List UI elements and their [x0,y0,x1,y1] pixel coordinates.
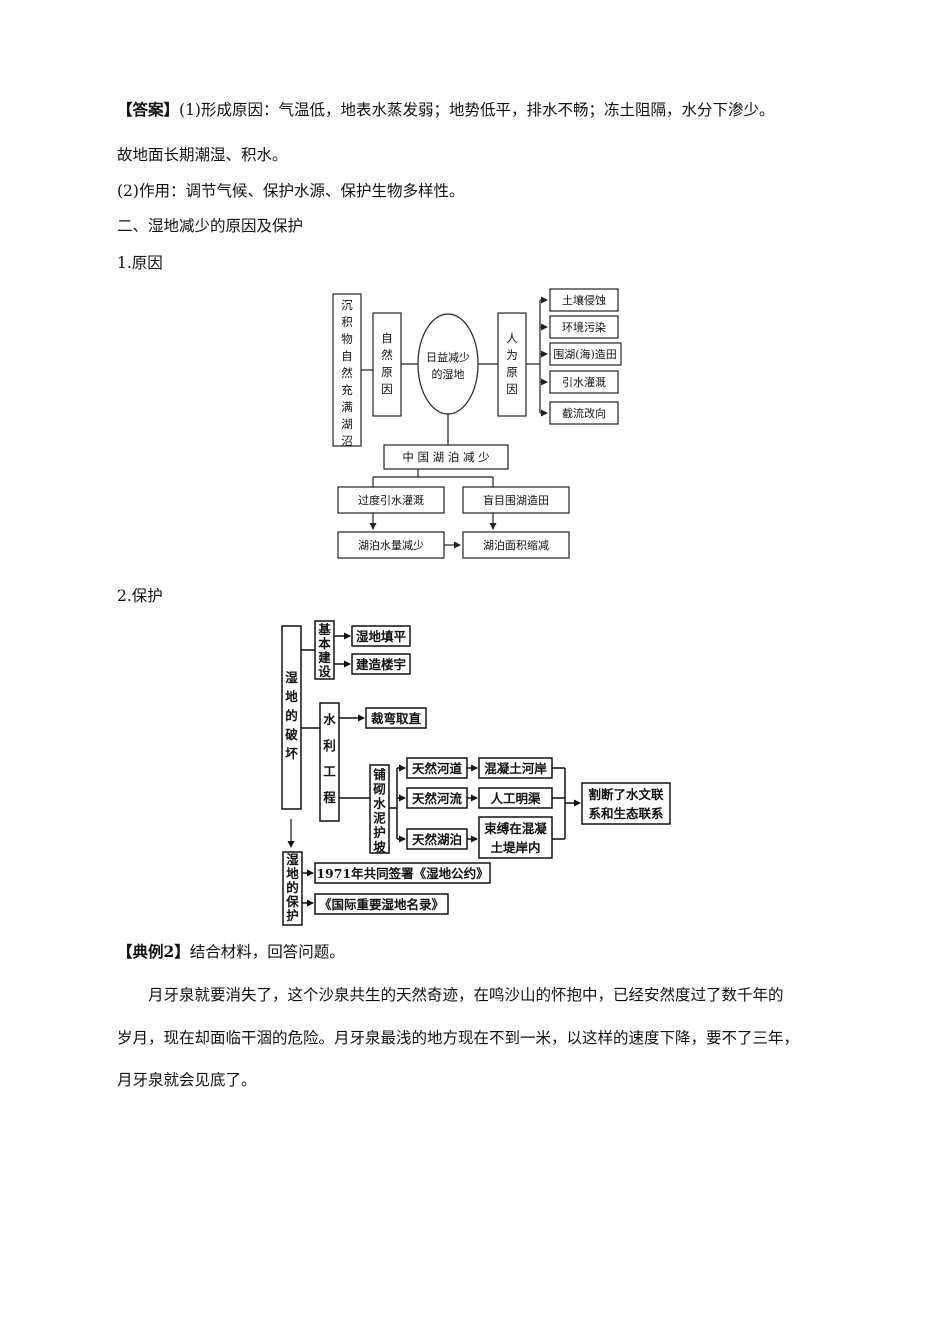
human-item-4: 引水灌溉 [562,375,606,389]
basic-item-1: 湿地填平 [356,629,407,644]
ellipse-line-2: 的湿地 [432,367,465,381]
human-item-3: 围湖(海)造田 [553,347,617,361]
result-item-2: 人工明渠 [490,791,541,806]
basic-item-2: 建造楼宇 [356,657,406,672]
destroy-text: 湿地的破坏 [285,670,298,761]
example-para-line-1: 月牙泉就要消失了，这个沙泉共生的天然奇迹，在鸣沙山的怀抱中，已经安然度过了数千年… [148,986,784,1004]
protect-diagram: 湿地的破坏 基本建设 湿地填平 建造楼宇 水利工程 裁弯取直 铺砌水泥护坡 天然… [280,618,676,930]
natural-item-3: 天然湖泊 [412,832,462,847]
example-prompt: 结合材料，回答问题。 [189,943,345,961]
final-line-2: 系和生态联系 [588,806,664,821]
cause-title: 1.原因 [117,254,163,272]
mid-left-text: 过度引水灌溉 [358,493,424,507]
answer-line-3: (2)作用：调节气候、保护水源、保护生物多样性。 [117,182,465,200]
basic-box [314,620,335,680]
water-text: 水利工程 [323,712,336,805]
answer-line-2: 故地面长期潮湿、积水。 [117,146,288,164]
human-item-1: 土壤侵蚀 [562,293,606,307]
human-item-5: 截流改向 [562,406,606,420]
center-ellipse [417,313,479,415]
example-para-line-2: 岁月，现在却面临干涸的危险。月牙泉最浅的地方现在不到一米，以这样的速度下降，要不… [117,1029,800,1047]
basic-text: 基本建设 [317,622,331,679]
protect-item-1: 1971年共同签署《湿地公约》 [316,866,488,881]
example-para-line-3: 月牙泉就会见底了。 [117,1071,257,1089]
destroy-box [281,625,302,810]
answer-text-1: (1)形成原因：气温低，地表水蒸发弱；地势低平，排水不畅；冻土阻隔，水分下渗少。 [179,101,775,119]
natural-cause-text: 自然原因 [381,331,393,396]
example-heading: 【典例2】结合材料，回答问题。 [117,941,345,963]
china-lake-text: 中 国 湖 泊 减 少 [402,450,489,464]
example-tag: 【典例2】 [117,942,190,961]
pave-box [369,764,390,854]
protect-box [282,851,303,926]
cut-bend-text: 裁弯取直 [371,711,422,726]
human-cause-text: 人为原因 [506,331,518,396]
protect-text: 湿地的保护 [285,852,299,923]
china-lake-box [383,444,509,470]
result-item-3-line-1: 束缚在混凝 [483,821,547,836]
pave-text: 铺砌水泥护坡 [372,767,386,855]
human-item-2: 环境污染 [562,320,606,334]
result-item-1: 混凝土河岸 [484,761,547,776]
result-item-3-line-2: 土堤岸内 [490,840,540,855]
cause-diagram: 沉积物自然充满湖沼 自然原因 日益减少 的湿地 人为原因 土壤侵蚀 环境污染 围… [328,284,628,564]
answer-line-1: 【答案】(1)形成原因：气温低，地表水蒸发弱；地势低平，排水不畅；冻土阻隔，水分… [117,99,774,121]
answer-tag: 【答案】 [117,100,180,119]
bottom-right-text: 湖泊面积缩减 [483,539,549,552]
final-line-1: 割断了水文联 [588,787,664,802]
natural-item-2: 天然河流 [412,791,463,806]
natural-item-1: 天然河道 [412,761,463,776]
sediment-text: 沉积物自然充满湖沼 [341,298,353,448]
ellipse-line-1: 日益减少 [426,350,470,364]
mid-right-text: 盲目围湖造田 [483,493,549,507]
section-2-title: 二、湿地减少的原因及保护 [117,217,304,235]
bottom-left-text: 湖泊水量减少 [358,539,424,552]
protect-title: 2.保护 [117,587,163,605]
water-box [319,702,340,822]
protect-item-2: 《国际重要湿地名录》 [319,897,444,912]
